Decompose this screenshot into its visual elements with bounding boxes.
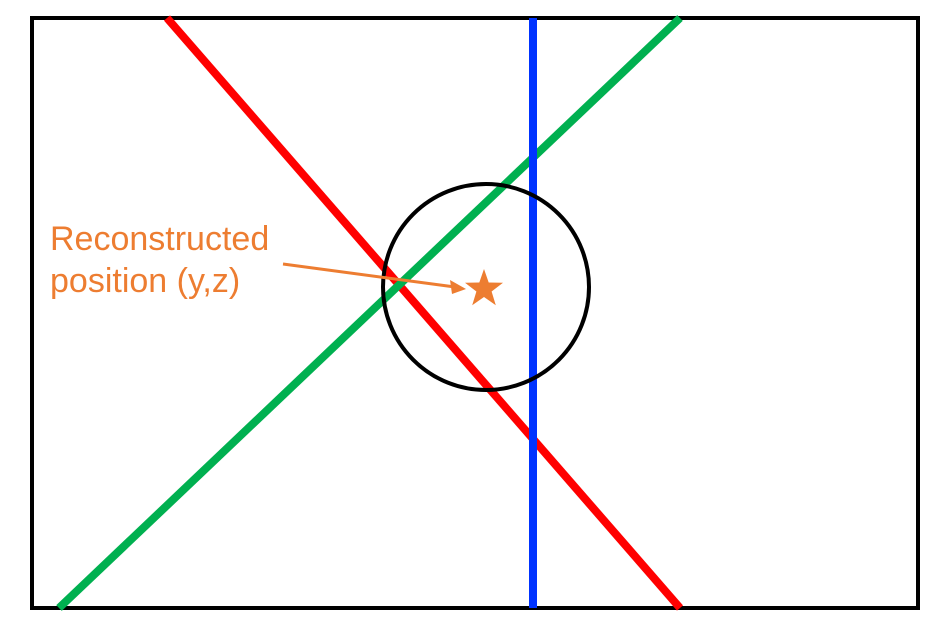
annotation-line2: position (y,z)	[50, 262, 240, 300]
green-line	[56, 15, 683, 611]
frame-border	[30, 16, 920, 610]
annotation-line1: Reconstructed	[50, 220, 269, 258]
red-line	[163, 15, 684, 611]
uncertainty-circle	[381, 182, 591, 392]
annotation-arrow	[282, 262, 466, 294]
star-icon	[465, 269, 503, 306]
